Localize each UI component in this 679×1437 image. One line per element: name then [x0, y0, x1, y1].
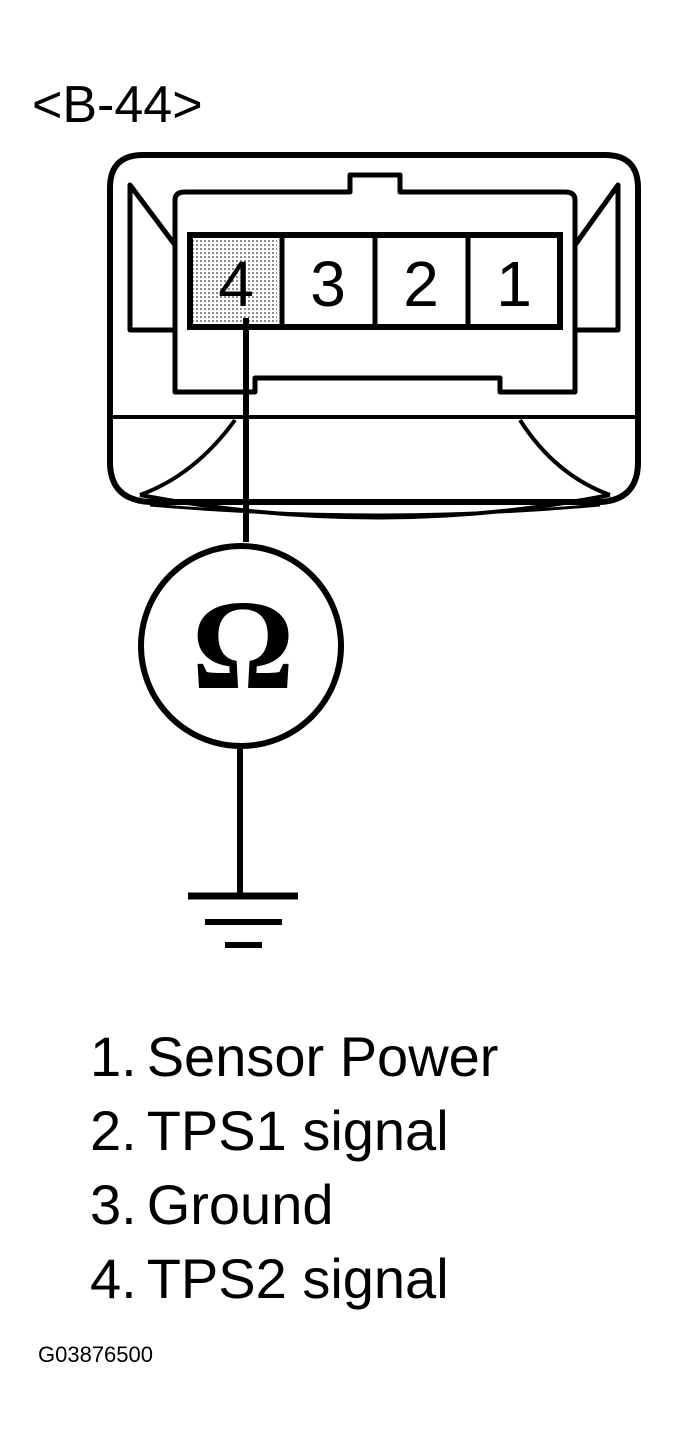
legend-item-number: 2. [90, 1099, 137, 1162]
connector-housing [107, 152, 641, 520]
pin-row: 4 3 2 1 [187, 232, 563, 330]
pin-4-cavity [193, 238, 277, 324]
pin-1-label: 1 [496, 248, 532, 320]
figure-id: G03876500 [38, 1342, 153, 1367]
legend-item-number: 4. [90, 1247, 137, 1310]
ohmmeter-icon: Ω [138, 543, 344, 749]
pin-2-label: 2 [403, 248, 439, 320]
legend-item-text: Sensor Power [146, 1025, 499, 1088]
legend-item-text: TPS1 signal [146, 1099, 449, 1162]
legend-item-number: 3. [90, 1173, 137, 1236]
connector-label: <B-44> [32, 76, 203, 134]
legend-item: 1.Sensor Power [90, 1020, 498, 1094]
legend-item: 4.TPS2 signal [90, 1242, 498, 1316]
pin-4-label: 4 [218, 248, 254, 320]
legend-item: 3.Ground [90, 1168, 498, 1242]
pin-3-label: 3 [310, 248, 346, 320]
ohm-symbol: Ω [192, 574, 295, 716]
ground-icon [188, 892, 298, 948]
legend-item-text: TPS2 signal [146, 1247, 449, 1310]
legend-item: 2.TPS1 signal [90, 1094, 498, 1168]
pin-legend: 1.Sensor Power 2.TPS1 signal 3.Ground 4.… [90, 1020, 498, 1316]
legend-item-text: Ground [146, 1173, 334, 1236]
connector-diagram: <B-44> 4 3 2 1 [32, 76, 641, 948]
legend-item-number: 1. [90, 1025, 137, 1088]
